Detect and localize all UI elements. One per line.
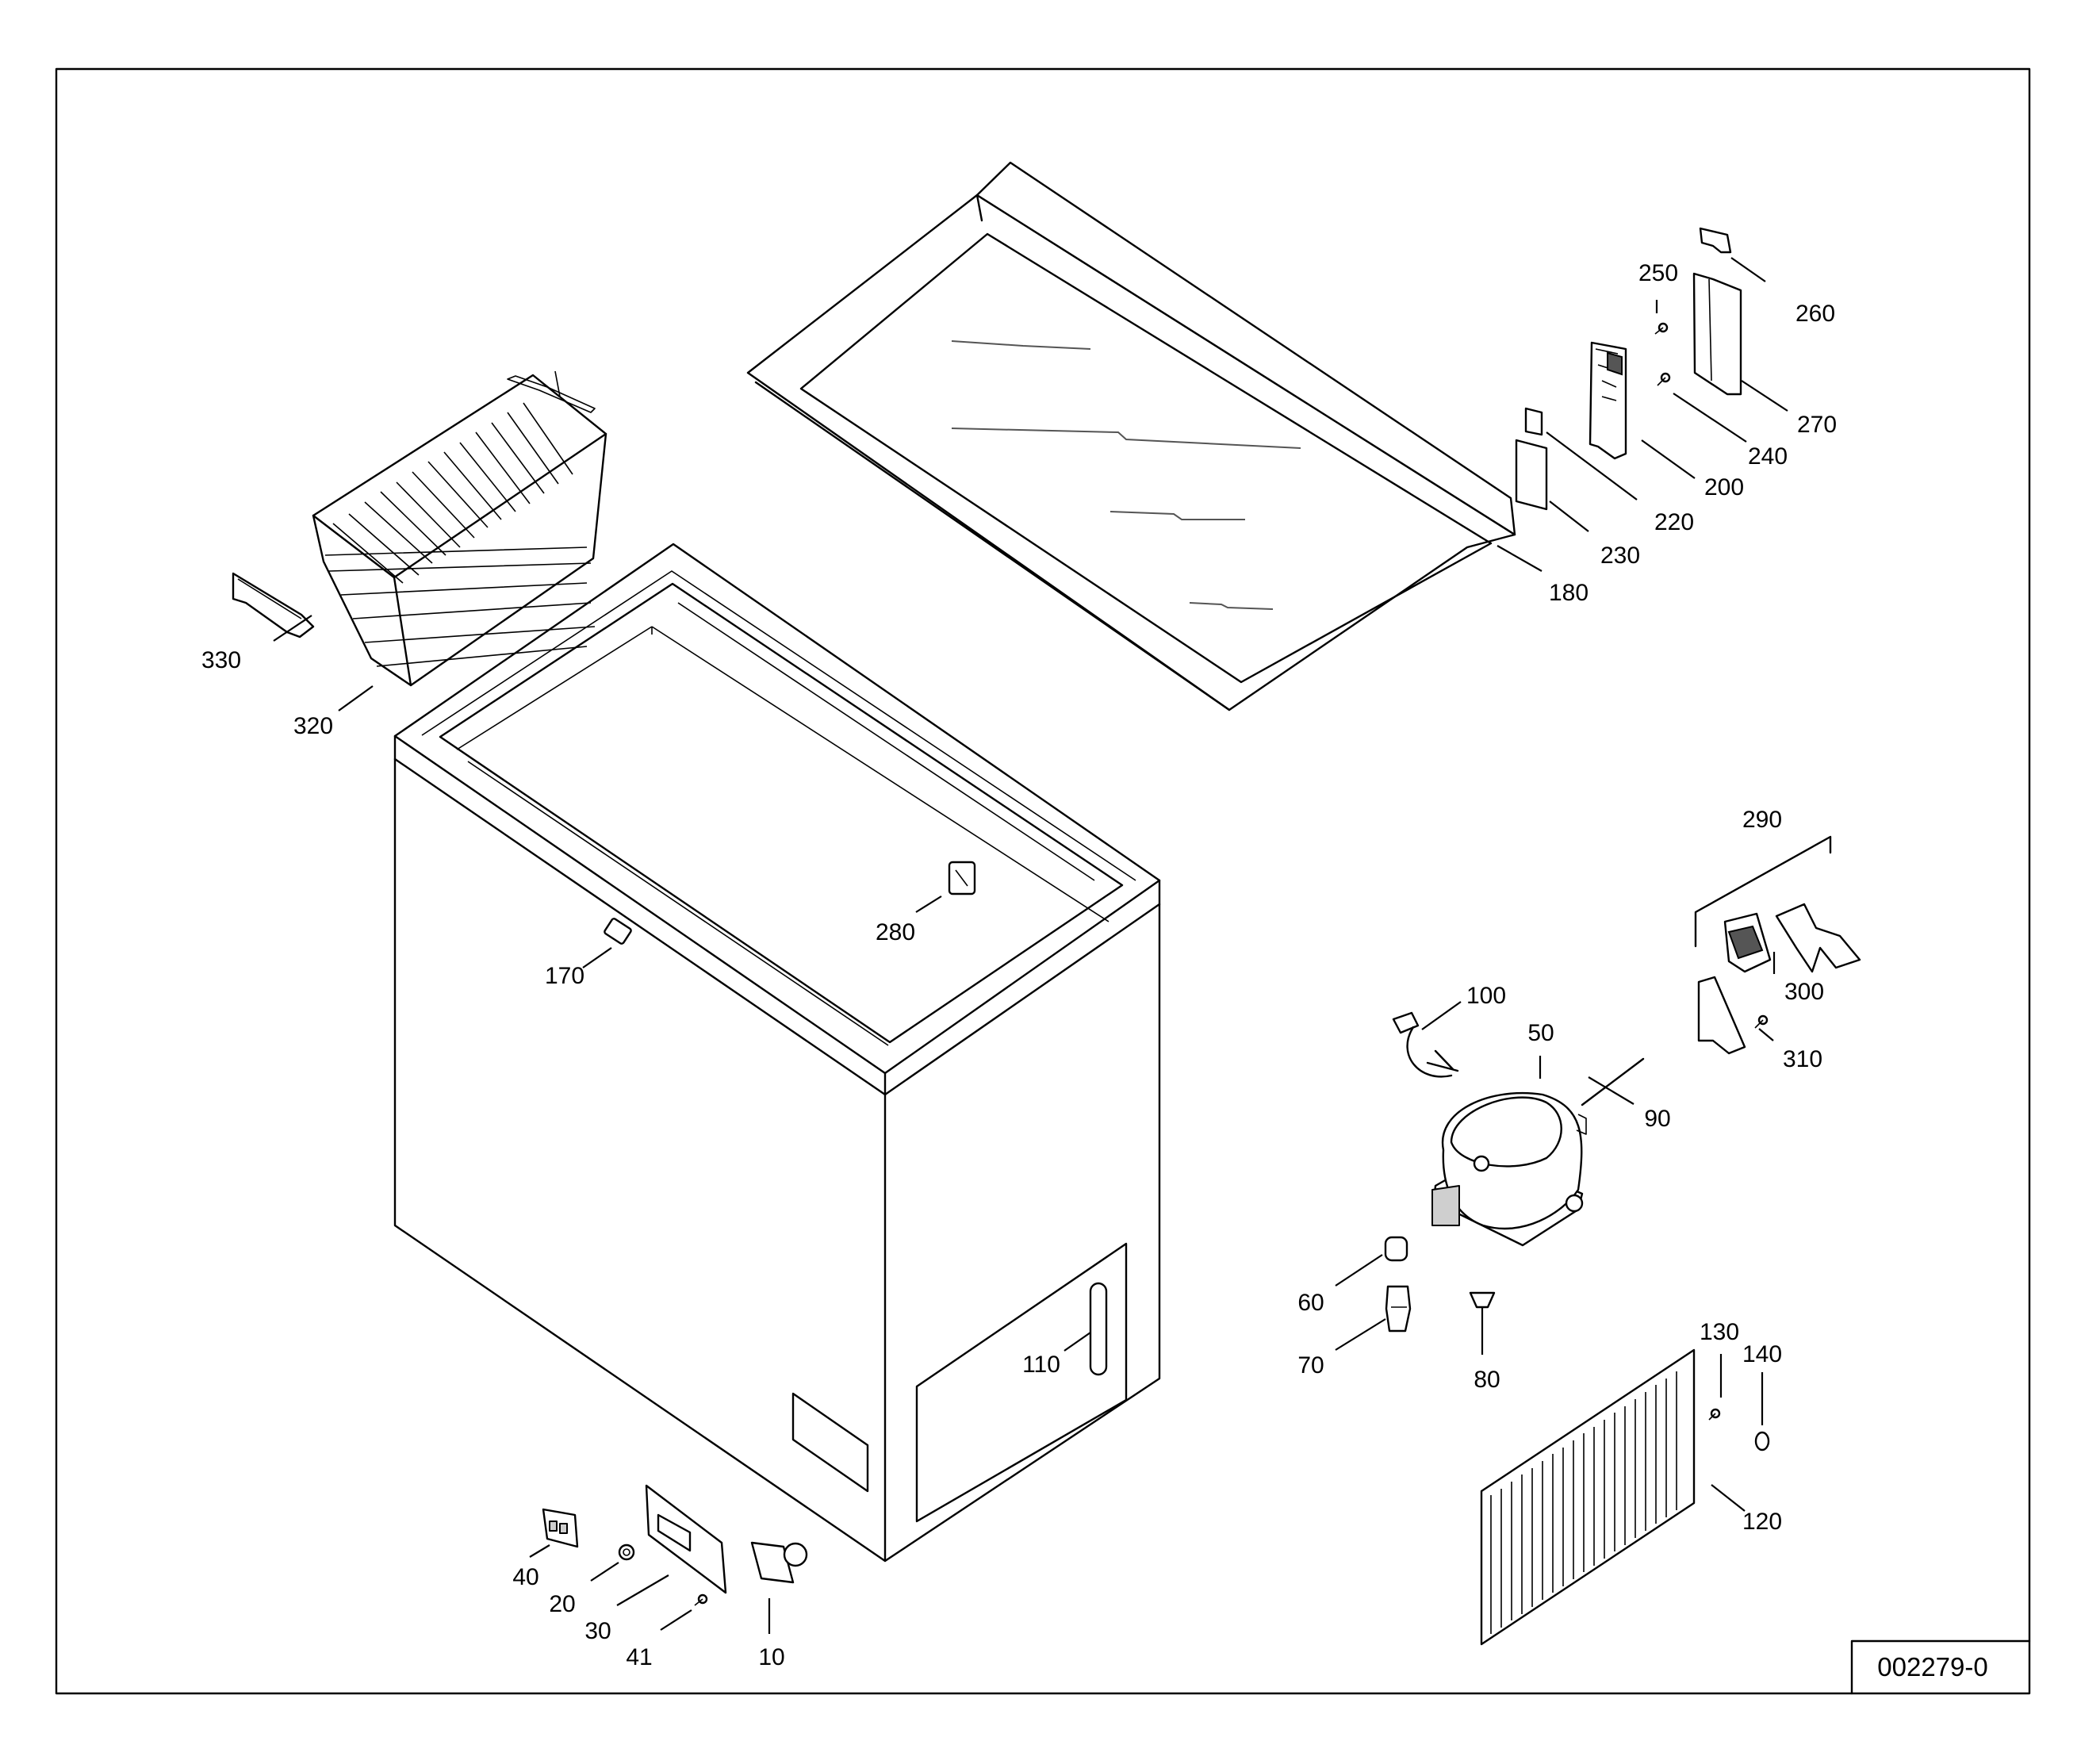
- label-130: 130: [1700, 1319, 1739, 1345]
- label-310: 310: [1783, 1046, 1822, 1072]
- drawing-id-box: 002279-0: [1850, 1639, 2031, 1695]
- part-labels: 260 250 270 240 200 220 230 180 330 320 …: [201, 260, 1837, 1670]
- clip-70: [1385, 1285, 1412, 1333]
- label-90: 90: [1644, 1106, 1670, 1132]
- drawing-frame: [55, 67, 2031, 1695]
- label-10: 10: [758, 1644, 784, 1670]
- screw-250: [1654, 322, 1669, 335]
- label-220: 220: [1654, 509, 1694, 535]
- label-41: 41: [626, 1644, 652, 1670]
- label-110: 110: [1022, 1352, 1060, 1378]
- screw-240: [1657, 372, 1671, 386]
- freezer-cabinet: [393, 543, 1161, 1563]
- hinge-plate-220: [1524, 407, 1543, 436]
- label-170: 170: [545, 963, 584, 989]
- label-200: 200: [1704, 474, 1744, 500]
- control-panel-30: [645, 1484, 727, 1594]
- indicator-lights-40: [542, 1508, 579, 1548]
- back-grille-120: [1480, 1348, 1696, 1646]
- label-60: 60: [1297, 1290, 1324, 1316]
- label-280: 280: [876, 919, 915, 945]
- label-100: 100: [1466, 983, 1506, 1009]
- screw-130: [1708, 1408, 1721, 1421]
- label-140: 140: [1742, 1341, 1782, 1367]
- wire-basket-320: [312, 370, 607, 687]
- basket-handle-330: [232, 572, 315, 638]
- compressor-50: [1431, 1091, 1587, 1247]
- label-240: 240: [1748, 443, 1788, 470]
- label-300: 300: [1784, 979, 1824, 1005]
- label-180: 180: [1549, 580, 1589, 606]
- cap-140: [1754, 1431, 1770, 1451]
- hinge-200: [1589, 341, 1627, 460]
- fan-blade-300: [1775, 903, 1861, 973]
- glass-lid: [746, 161, 1516, 711]
- drawing-id: 002279-0: [1877, 1652, 1987, 1682]
- screw-310: [1754, 1014, 1769, 1029]
- hinge-plate-230: [1515, 439, 1548, 511]
- grommet-60: [1384, 1236, 1408, 1262]
- nut-20: [618, 1544, 635, 1561]
- thermostat-10: [750, 1541, 808, 1584]
- fan-assembly-290: [1694, 835, 1832, 948]
- label-290: 290: [1742, 807, 1782, 833]
- label-330: 330: [201, 647, 241, 673]
- leader-lines: [273, 257, 1788, 1634]
- fan-bracket: [1697, 976, 1746, 1055]
- label-50: 50: [1527, 1020, 1554, 1046]
- screw-41: [694, 1593, 708, 1606]
- label-320: 320: [293, 713, 333, 739]
- label-80: 80: [1474, 1367, 1500, 1393]
- pipe-90: [1581, 1057, 1645, 1106]
- label-250: 250: [1638, 260, 1678, 286]
- hinge-cap-260: [1699, 227, 1732, 254]
- label-30: 30: [584, 1618, 611, 1644]
- label-230: 230: [1600, 543, 1640, 569]
- label-120: 120: [1742, 1509, 1782, 1535]
- fan-motor-300: [1723, 912, 1772, 973]
- hinge-cover-270: [1692, 272, 1742, 396]
- label-260: 260: [1795, 301, 1835, 327]
- label-70: 70: [1297, 1352, 1324, 1379]
- label-270: 270: [1797, 412, 1837, 438]
- label-20: 20: [549, 1591, 575, 1617]
- power-cord-100: [1392, 1011, 1459, 1078]
- foot-80: [1469, 1291, 1496, 1309]
- lock-170: [604, 918, 632, 945]
- label-40: 40: [512, 1564, 538, 1590]
- vent-110: [1089, 1282, 1108, 1376]
